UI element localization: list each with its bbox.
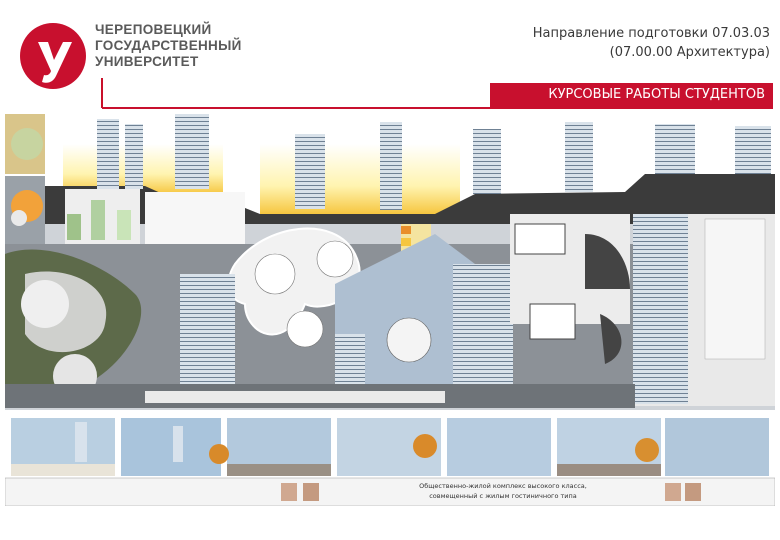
direction-line-1: Направление подготовки 07.03.03 [532, 26, 770, 41]
program-direction: Направление подготовки 07.03.03 (07.00.0… [533, 24, 770, 62]
section-banner: КУРСОВЫЕ РАБОТЫ СТУДЕНТОВ [490, 83, 773, 107]
university-name: ЧЕРЕПОВЕЦКИЙ ГОСУДАРСТВЕННЫЙ УНИВЕРСИТЕТ [95, 22, 242, 70]
coursework-poster: Общественно-жилой комплекс высокого клас… [5, 114, 775, 506]
tower-illustration [97, 119, 119, 189]
tower-illustration [295, 134, 325, 209]
tower-illustration [175, 114, 209, 189]
university-name-line-1: ЧЕРЕПОВЕЦКИЙ [95, 22, 212, 37]
tower-illustration [655, 124, 695, 174]
tower-illustration [453, 264, 513, 404]
university-name-line-2: ГОСУДАРСТВЕННЫЙ [95, 38, 242, 53]
poster-caption-line-1: Общественно-жилой комплекс высокого клас… [419, 482, 587, 490]
poster-drawing: Общественно-жилой комплекс высокого клас… [5, 114, 775, 506]
horizontal-divider [102, 107, 773, 109]
poster-caption-line-2: совмещенный с жилым гостиничного типа [429, 492, 577, 500]
tower-illustration [735, 126, 771, 174]
university-name-line-3: УНИВЕРСИТЕТ [95, 54, 199, 69]
direction-line-2: (07.00.00 Архитектура) [609, 45, 770, 60]
tower-illustration [125, 124, 143, 189]
university-logo [18, 20, 88, 92]
tower-illustration [565, 122, 593, 192]
tower-illustration [380, 122, 402, 210]
tower-illustration [180, 274, 235, 404]
tower-illustration [473, 129, 501, 194]
vertical-divider [101, 78, 103, 108]
